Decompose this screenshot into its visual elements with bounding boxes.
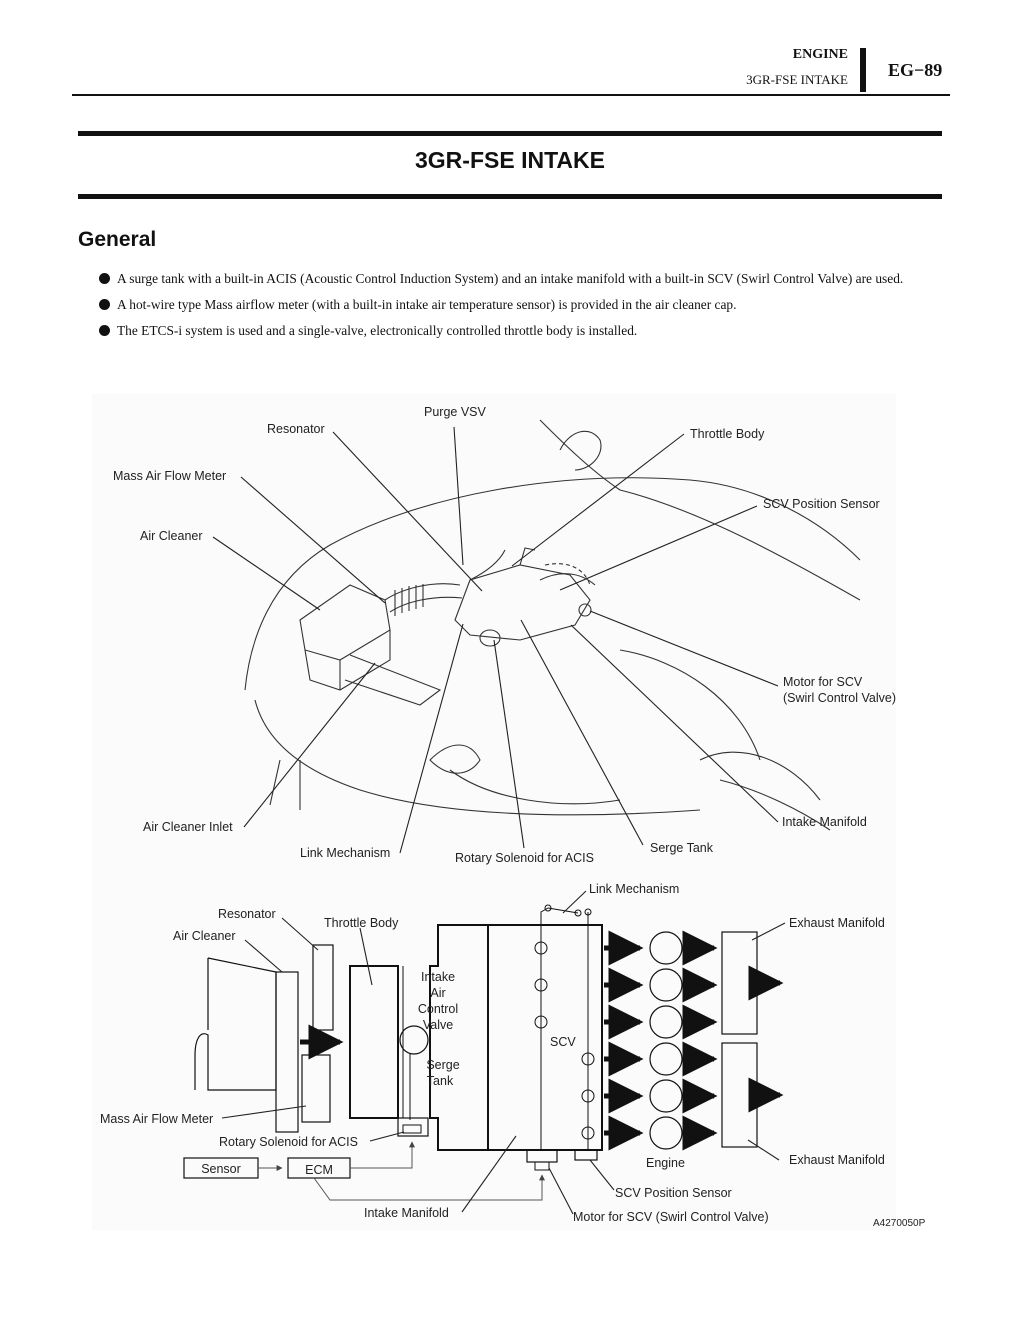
lower-leader-lines (221, 890, 786, 1215)
car-body-outline (244, 419, 861, 831)
label-resonator-diagram: Resonator (218, 907, 276, 921)
signal-lines (258, 1141, 545, 1201)
label-scv-position-sensor-diagram: SCV Position Sensor (615, 1186, 732, 1200)
label-air-cleaner-inlet: Air Cleaner Inlet (143, 820, 233, 834)
label-iacv-line2: Air (430, 986, 445, 1000)
label-link-mechanism-top: Link Mechanism (300, 846, 390, 860)
label-serge-tank-top: Serge Tank (650, 841, 714, 855)
label-exhaust-manifold-top-diagram: Exhaust Manifold (789, 916, 885, 930)
label-intake-manifold-top: Intake Manifold (782, 815, 867, 829)
label-mass-air-flow-meter-top: Mass Air Flow Meter (113, 469, 226, 483)
bullet-text: A hot-wire type Mass airflow meter (with… (117, 297, 737, 312)
label-air-cleaner-diagram: Air Cleaner (173, 929, 236, 943)
header-rule (72, 94, 950, 96)
intake-duct-illustration (384, 583, 463, 616)
label-scv-diagram: SCV (550, 1035, 576, 1049)
label-iacv-line4: Valve (423, 1018, 453, 1032)
label-iacv-line3: Control (418, 1002, 458, 1016)
bullet-list: A surge tank with a built-in ACIS (Acous… (99, 266, 949, 344)
bullet-item: A surge tank with a built-in ACIS (Acous… (99, 266, 949, 292)
label-exhaust-manifold-bottom-diagram: Exhaust Manifold (789, 1153, 885, 1167)
label-serge-tank-line1: Serge (426, 1058, 459, 1072)
label-rotary-solenoid-top: Rotary Solenoid for ACIS (455, 851, 594, 865)
label-intake-manifold-diagram: Intake Manifold (364, 1206, 449, 1220)
label-air-cleaner-top: Air Cleaner (140, 529, 203, 543)
bullet-text: A surge tank with a built-in ACIS (Acous… (117, 271, 904, 286)
label-motor-for-scv-top-line1: Motor for SCV (783, 675, 863, 689)
figure-code: A4270050P (873, 1218, 926, 1229)
bullet-dot-icon (99, 299, 110, 310)
bullet-dot-icon (99, 273, 110, 284)
label-throttle-body-top: Throttle Body (690, 427, 765, 441)
page-title: 3GR-FSE INTAKE (415, 147, 605, 173)
title-rule-bottom (78, 194, 942, 199)
header-subsection: 3GR-FSE INTAKE (746, 72, 848, 87)
label-purge-vsv: Purge VSV (424, 405, 487, 419)
label-throttle-body-diagram: Throttle Body (324, 916, 399, 930)
label-link-mechanism-diagram: Link Mechanism (589, 882, 679, 896)
label-motor-for-scv-top-line2: (Swirl Control Valve) (783, 691, 896, 705)
upper-leader-lines (212, 426, 779, 854)
label-scv-position-sensor-top: SCV Position Sensor (763, 497, 880, 511)
air-cleaner-illustration (299, 584, 442, 706)
bullet-item: The ETCS-i system is used and a single-v… (99, 318, 949, 344)
label-sensor-box: Sensor (201, 1162, 241, 1176)
label-iacv-line1: Intake (421, 970, 455, 984)
label-ecm-box: ECM (305, 1163, 333, 1177)
header-divider-bar (860, 48, 866, 92)
bullet-item: A hot-wire type Mass airflow meter (with… (99, 292, 949, 318)
label-rotary-solenoid-diagram: Rotary Solenoid for ACIS (219, 1135, 358, 1149)
section-heading: General (78, 228, 157, 251)
label-motor-for-scv-diagram: Motor for SCV (Swirl Control Valve) (573, 1210, 769, 1224)
label-serge-tank-line2: Tank (427, 1074, 454, 1088)
page-number: EG−89 (888, 60, 943, 80)
label-mass-air-flow-meter-diagram: Mass Air Flow Meter (100, 1112, 213, 1126)
flow-arrows (300, 930, 784, 1151)
engine-intake-assembly (454, 547, 596, 647)
bullet-text: The ETCS-i system is used and a single-v… (117, 323, 638, 338)
label-engine: Engine (646, 1156, 685, 1170)
title-rule-top (78, 131, 942, 136)
header-section: ENGINE (792, 47, 848, 62)
label-resonator-top: Resonator (267, 422, 325, 436)
bullet-dot-icon (99, 325, 110, 336)
